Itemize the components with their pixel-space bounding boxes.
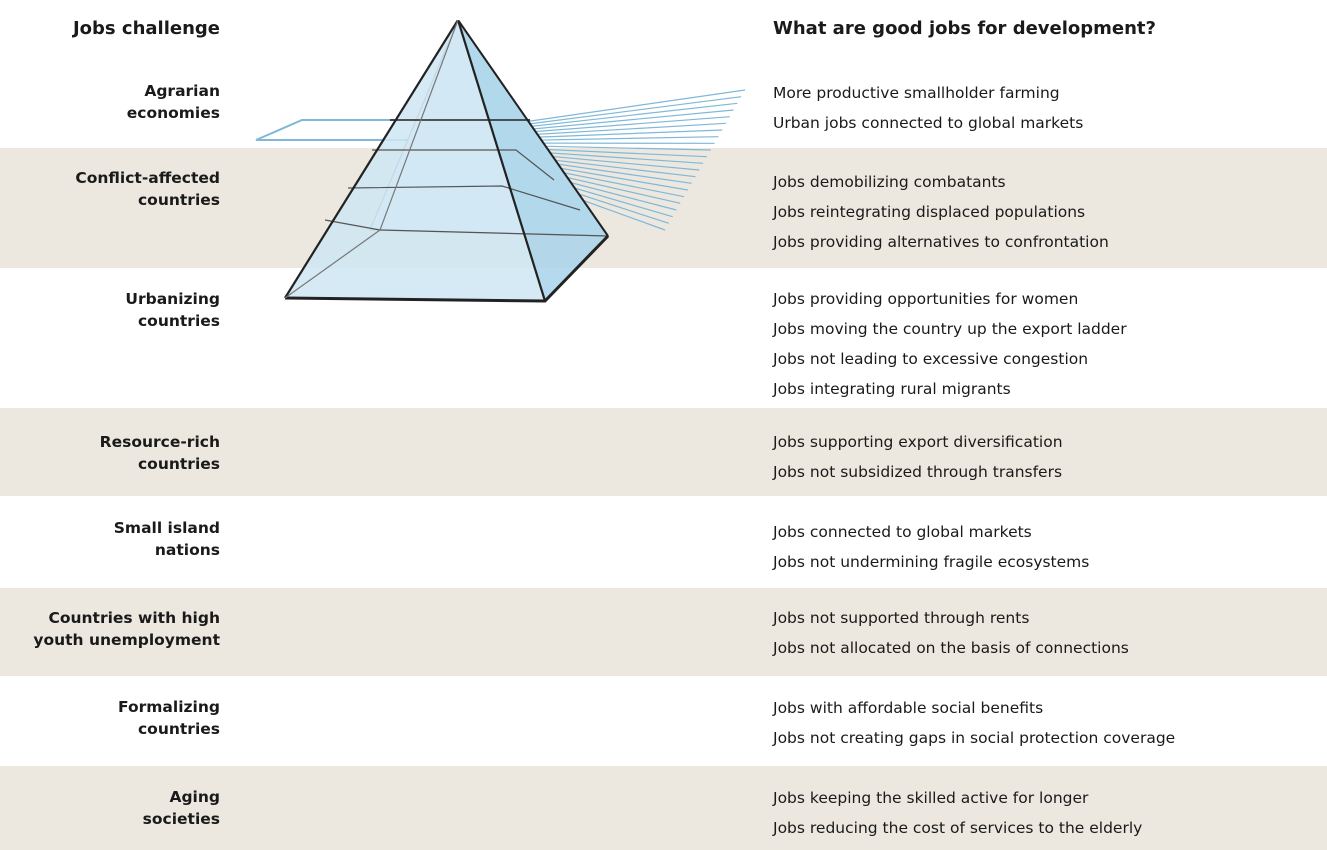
light-ray xyxy=(509,116,730,135)
prism-section-2 xyxy=(372,149,555,181)
row-label-line: Urbanizing xyxy=(125,290,220,308)
light-ray xyxy=(509,129,723,139)
prism-illustration xyxy=(255,20,746,303)
light-ray xyxy=(509,122,726,137)
band-aging xyxy=(0,766,1327,850)
row-label-line: economies xyxy=(126,104,220,122)
row-label-line: Countries with high xyxy=(48,609,220,627)
row-label: Formalizing countries xyxy=(118,696,220,740)
prism-right-face xyxy=(458,20,608,301)
row-label: Countries with high youth unemployment xyxy=(33,607,220,651)
row-label-line: Small island xyxy=(113,519,220,537)
list-item: Jobs keeping the skilled active for long… xyxy=(773,789,1089,807)
list-item: Jobs supporting export diversification xyxy=(773,433,1063,451)
prism-edge-right xyxy=(457,20,609,237)
light-rays xyxy=(509,89,746,231)
prism-edge-left xyxy=(284,20,459,299)
list-item: Jobs not supported through rents xyxy=(773,609,1030,627)
row-label-line: Agrarian xyxy=(144,82,220,100)
list-item: Jobs demobilizing combatants xyxy=(773,173,1006,191)
light-ray xyxy=(509,102,738,130)
header-jobs-challenge: Jobs challenge xyxy=(72,18,220,39)
list-item: More productive smallholder farming xyxy=(773,84,1060,102)
light-ray xyxy=(509,109,734,132)
list-item: Jobs not leading to excessive congestion xyxy=(773,350,1089,368)
list-item: Jobs reducing the cost of services to th… xyxy=(773,819,1143,837)
list-item: Jobs connected to global markets xyxy=(773,523,1032,541)
list-item: Jobs moving the country up the export la… xyxy=(773,320,1127,338)
light-ray xyxy=(509,89,746,125)
list-item: Jobs providing opportunities for women xyxy=(773,290,1079,308)
list-item: Urban jobs connected to global markets xyxy=(773,114,1084,132)
row-label-line: Conflict-affected xyxy=(75,169,220,187)
prism-base xyxy=(284,234,610,303)
row-label: Aging societies xyxy=(143,786,220,830)
list-item: Jobs not undermining fragile ecosystems xyxy=(773,553,1090,571)
band-conflict xyxy=(0,148,1327,268)
header-good-jobs: What are good jobs for development? xyxy=(773,18,1156,39)
row-label: Urbanizing countries xyxy=(125,288,220,332)
row-items: Jobs keeping the skilled active for long… xyxy=(773,783,1142,843)
prism-left-face xyxy=(285,20,545,301)
row-label-line: countries xyxy=(137,312,220,330)
row-label-line: Aging xyxy=(169,788,220,806)
light-ray xyxy=(509,136,719,142)
row-label-line: countries xyxy=(137,191,220,209)
prism-section-3 xyxy=(347,185,581,211)
list-item: Jobs reintegrating displaced populations xyxy=(773,203,1086,221)
list-item: Jobs not creating gaps in social protect… xyxy=(773,729,1176,747)
prism-edge-front xyxy=(456,20,547,302)
row-label: Resource-rich countries xyxy=(100,431,220,475)
row-label-line: Formalizing xyxy=(118,698,220,716)
light-ray xyxy=(509,96,742,127)
row-label: Small island nations xyxy=(114,517,220,561)
row-label-line: Resource-rich xyxy=(99,433,220,451)
list-item: Jobs providing alternatives to confronta… xyxy=(773,233,1109,251)
row-label-line: countries xyxy=(137,720,220,738)
row-label-line: societies xyxy=(142,810,220,828)
row-label: Agrarian economies xyxy=(127,80,220,124)
band-resource xyxy=(0,408,1327,496)
list-item: Jobs not subsidized through transfers xyxy=(773,463,1063,481)
row-label-line: countries xyxy=(137,455,220,473)
prism-edge-back xyxy=(379,20,459,231)
band-youth xyxy=(0,588,1327,676)
list-item: Jobs integrating rural migrants xyxy=(773,380,1011,398)
row-label-line: nations xyxy=(154,541,220,559)
list-item: Jobs not allocated on the basis of conne… xyxy=(773,639,1129,657)
row-label: Conflict-affected countries xyxy=(75,167,220,211)
prism-base-back xyxy=(284,229,381,299)
row-label-line: youth unemployment xyxy=(33,631,220,649)
list-item: Jobs with affordable social benefits xyxy=(773,699,1044,717)
